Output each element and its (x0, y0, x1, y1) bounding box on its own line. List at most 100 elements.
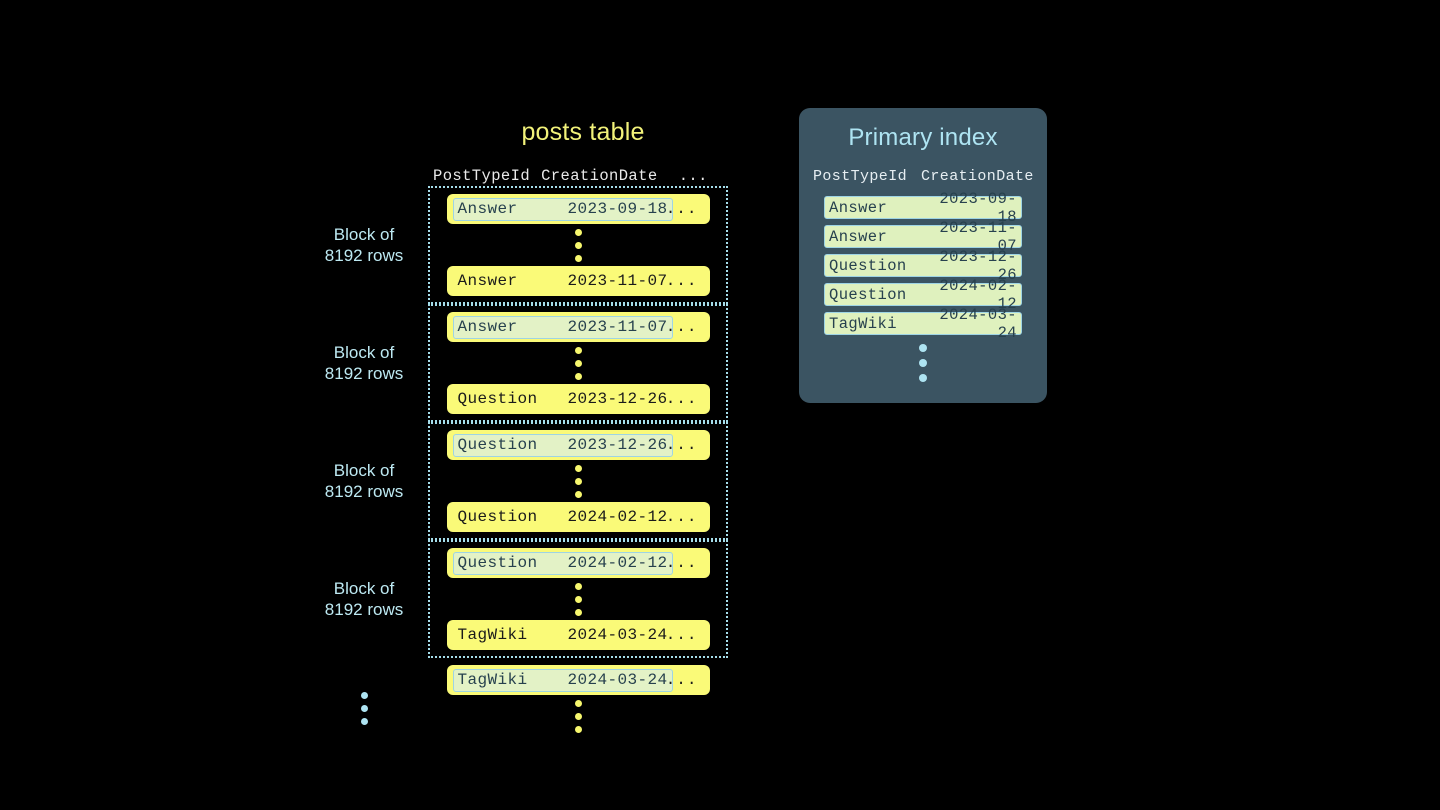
column-header-ellipsis: ... (678, 167, 708, 185)
cell-ellipsis: ... (665, 626, 698, 644)
primary-index-panel: Primary index PostTypeId CreationDate An… (799, 108, 1047, 403)
dot-icon (919, 344, 927, 352)
cell-posttypeid: Question (829, 256, 907, 275)
block-boundary: Question 2023-12-26 ... Question 2024-02… (428, 422, 728, 540)
table-row[interactable]: Question 2023-12-26 ... (446, 384, 710, 414)
dot-icon (574, 359, 582, 367)
column-header-posttypeid: PostTypeId (433, 167, 531, 185)
block-label-line1: Block of (333, 343, 395, 362)
posts-table-column-headers: PostTypeId CreationDate ... (433, 167, 718, 185)
cell-posttypeid: Question (457, 508, 538, 526)
block-group: Block of 8192 rows Answer 2023-09-18 ... (300, 186, 770, 304)
dot-icon (574, 490, 582, 498)
block-boundary: Answer 2023-09-18 ... Answer 2023-11-07 … (428, 186, 728, 304)
cell-creationdate: 2024-02-12 (567, 554, 668, 572)
vertical-ellipsis-dots (574, 460, 582, 502)
row-key-group: Question 2024-02-12 (452, 551, 673, 575)
block-label: Block of 8192 rows (300, 224, 428, 266)
dot-icon (574, 699, 582, 707)
block-boundary: Answer 2023-11-07 ... Question 2023-12-2… (428, 304, 728, 422)
cell-ellipsis: ... (665, 318, 698, 336)
cell-ellipsis: ... (665, 272, 698, 290)
cell-creationdate: 2024-03-24 (567, 671, 668, 689)
cell-creationdate: 2024-03-24 (567, 626, 668, 644)
row-key-group: Answer 2023-11-07 (452, 315, 673, 339)
cell-creationdate: 2023-09-18 (939, 189, 1017, 226)
cell-posttypeid: Question (457, 436, 538, 454)
cell-posttypeid: Question (829, 285, 907, 304)
index-row[interactable]: TagWiki 2024-03-24 (824, 306, 1022, 342)
primary-index-rows: Answer 2023-09-18 Answer 2023-11-07 Ques… (799, 190, 1047, 342)
block-boundary: Question 2024-02-12 ... TagWiki 2024-03-… (428, 540, 728, 658)
cell-creationdate: 2023-11-07 (939, 218, 1017, 255)
posts-table-title: posts table (521, 118, 645, 146)
cell-ellipsis: ... (665, 554, 698, 572)
cell-ellipsis: ... (665, 508, 698, 526)
row-key-group: TagWiki 2024-03-24 (452, 668, 673, 692)
tail-row-group: TagWiki 2024-03-24 ... (300, 665, 770, 737)
primary-index-column-headers: PostTypeId CreationDate (799, 168, 1047, 185)
table-row[interactable]: Answer 2023-11-07 ... (446, 266, 710, 296)
dot-icon (574, 241, 582, 249)
dot-icon (574, 595, 582, 603)
block-label-line1: Block of (333, 225, 395, 244)
dot-icon (919, 374, 927, 382)
cell-creationdate: 2023-11-07 (567, 318, 668, 336)
dot-icon (574, 725, 582, 733)
cell-ellipsis: ... (665, 436, 698, 454)
row-key-group: TagWiki 2024-03-24 (453, 624, 673, 647)
row-key-group: Answer 2023-11-07 (453, 270, 673, 293)
blocks-container: Block of 8192 rows Answer 2023-09-18 ... (300, 186, 770, 737)
block-group: Block of 8192 rows Question 2024-02-12 .… (300, 540, 770, 658)
row-key-group: Question 2024-02-12 (453, 506, 673, 529)
cell-creationdate: 2023-12-26 (567, 436, 668, 454)
table-row[interactable]: Question 2024-02-12 ... (446, 502, 710, 532)
dot-icon (574, 254, 582, 262)
vertical-ellipsis-dots (574, 578, 582, 620)
dot-icon (360, 691, 368, 699)
cell-posttypeid: Answer (829, 198, 888, 217)
cell-creationdate: 2023-12-26 (567, 390, 668, 408)
cell-creationdate: 2023-09-18 (567, 200, 668, 218)
table-row[interactable]: Question 2024-02-12 ... (446, 548, 710, 578)
table-row[interactable]: Answer 2023-09-18 ... (446, 194, 710, 224)
column-header-creationdate: CreationDate (541, 167, 658, 185)
table-row[interactable]: TagWiki 2024-03-24 ... (446, 665, 710, 695)
cell-posttypeid: TagWiki (457, 626, 528, 644)
index-row[interactable]: Answer 2023-09-18 (824, 190, 1022, 226)
row-key-group: Question 2023-12-26 (452, 433, 673, 457)
cell-creationdate: 2024-02-12 (939, 276, 1017, 313)
block-group: Block of 8192 rows Question 2023-12-26 .… (300, 422, 770, 540)
tail-right-content: TagWiki 2024-03-24 ... (428, 665, 728, 737)
cell-creationdate: 2024-02-12 (567, 508, 668, 526)
row-key-group: Question 2023-12-26 (453, 388, 673, 411)
cell-posttypeid: TagWiki (457, 671, 528, 689)
dot-icon (574, 582, 582, 590)
cell-creationdate: 2023-11-07 (567, 272, 668, 290)
cell-posttypeid: Answer (457, 272, 518, 290)
dot-icon (574, 477, 582, 485)
block-label-line2: 8192 rows (324, 600, 404, 619)
cell-posttypeid: TagWiki (829, 314, 897, 333)
cell-creationdate: 2023-12-26 (939, 247, 1017, 284)
vertical-ellipsis-dots-blue (360, 687, 368, 729)
block-group: Block of 8192 rows Answer 2023-11-07 ... (300, 304, 770, 422)
block-label: Block of 8192 rows (300, 460, 428, 502)
cell-posttypeid: Question (457, 554, 538, 572)
table-row[interactable]: TagWiki 2024-03-24 ... (446, 620, 710, 650)
index-row[interactable]: Question 2023-12-26 (824, 248, 1022, 284)
block-label-line1: Block of (333, 461, 395, 480)
index-row[interactable]: Answer 2023-11-07 (824, 219, 1022, 255)
column-header-creationdate: CreationDate (921, 168, 1034, 185)
dot-icon (574, 346, 582, 354)
cell-creationdate: 2024-03-24 (939, 305, 1017, 342)
table-row[interactable]: Answer 2023-11-07 ... (446, 312, 710, 342)
column-header-posttypeid: PostTypeId (813, 168, 908, 185)
dot-icon (574, 372, 582, 380)
tail-left-dots (300, 665, 428, 729)
index-row[interactable]: Question 2024-02-12 (824, 277, 1022, 313)
vertical-ellipsis-dots (574, 695, 582, 737)
cell-ellipsis: ... (665, 390, 698, 408)
block-label: Block of 8192 rows (300, 578, 428, 620)
table-row[interactable]: Question 2023-12-26 ... (446, 430, 710, 460)
